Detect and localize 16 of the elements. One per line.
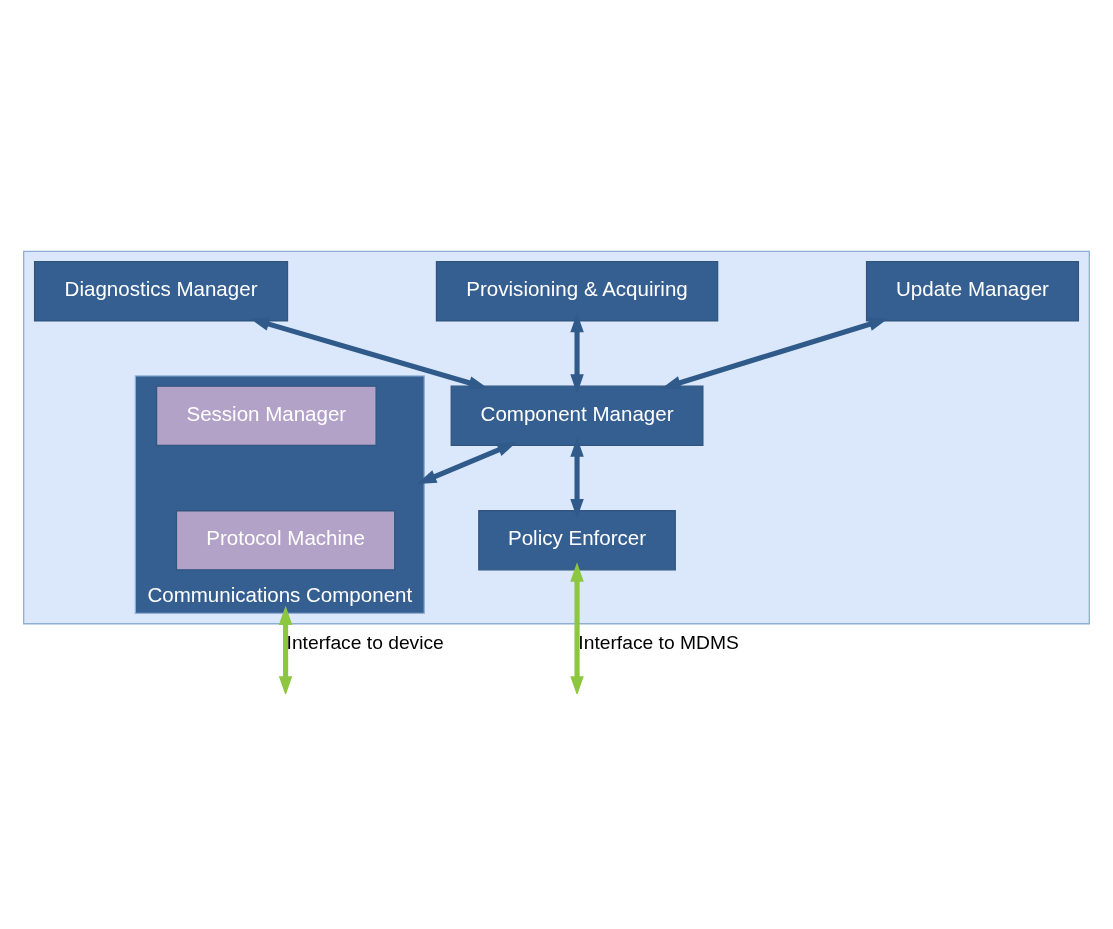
arrow	[570, 437, 584, 518]
arrow	[661, 317, 889, 389]
edge-label: Interface to MDMS	[578, 631, 739, 653]
edge-label: Interface to device	[286, 631, 444, 653]
arrow	[250, 317, 488, 389]
arrow	[570, 561, 584, 694]
node-box: Session Manager	[155, 385, 377, 446]
node-box: Component Manager	[450, 385, 704, 446]
node-box: Update Manager	[865, 260, 1080, 321]
node-box: Policy Enforcer	[478, 509, 676, 570]
node-box: Diagnostics Manager	[33, 260, 289, 321]
node-box: Protocol Machine	[175, 509, 396, 570]
arrow	[417, 441, 517, 484]
node-box: Provisioning & Acquiring	[435, 260, 719, 321]
arrow	[278, 605, 293, 694]
arrow	[570, 312, 584, 394]
